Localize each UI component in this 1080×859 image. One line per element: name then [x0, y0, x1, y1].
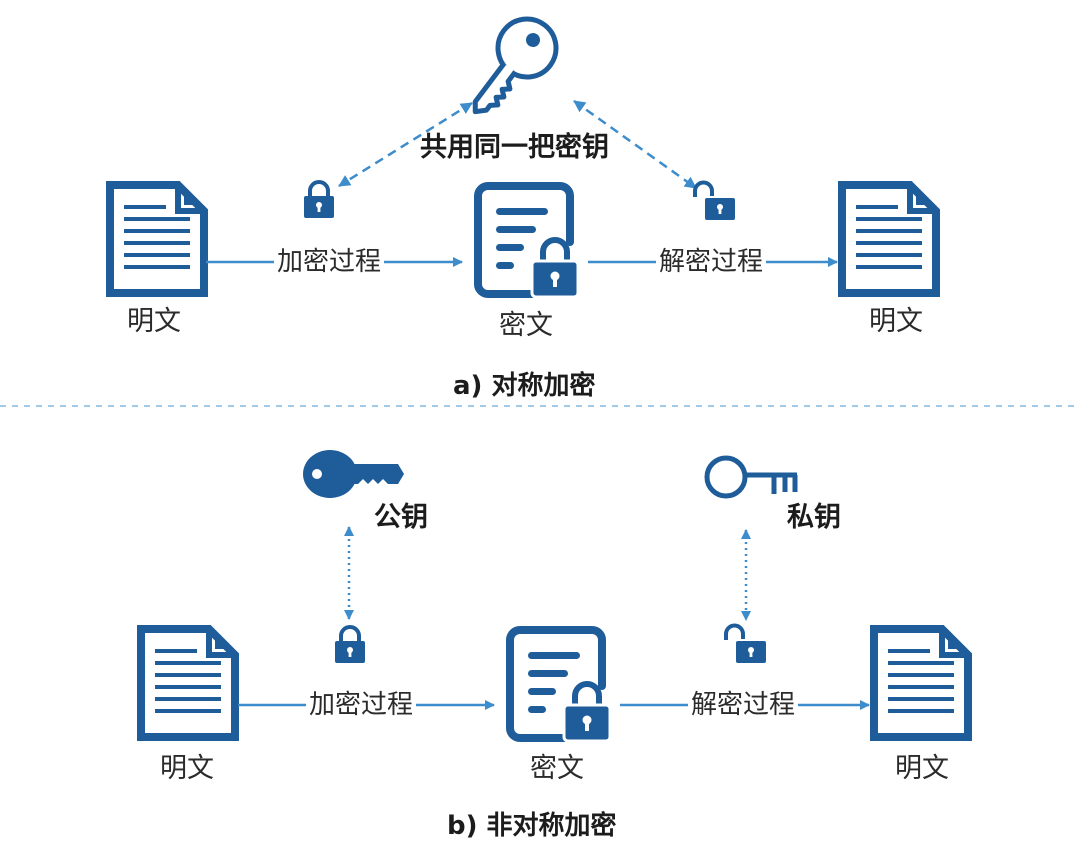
caption-asymmetric: b) 非对称加密 [447, 811, 617, 841]
ciphertext-label: 密文 [499, 310, 553, 341]
shared-key-arrow-right [573, 99, 697, 190]
caption-symmetric: a) 对称加密 [453, 371, 596, 401]
ciphertext-label: 密文 [530, 753, 584, 784]
private-key-label: 私钥 [787, 502, 841, 533]
shared-key-icon [472, 16, 559, 115]
plaintext-document-icon [842, 185, 936, 293]
plaintext-label: 明文 [160, 753, 214, 784]
ciphertext-document-icon [510, 630, 610, 741]
encrypt-process-label: 加密过程 [306, 692, 417, 718]
unlocked-padlock-icon [693, 180, 737, 222]
plaintext-document-icon [141, 629, 235, 737]
plaintext-document-icon [110, 185, 204, 293]
ciphertext-document-icon [478, 186, 578, 297]
shared-key-label: 共用同一把密钥 [420, 132, 609, 163]
plaintext-label: 明文 [869, 306, 923, 337]
plaintext-label: 明文 [127, 306, 181, 337]
public-key-label: 公钥 [374, 502, 428, 533]
public-key-icon [303, 450, 404, 498]
locked-padlock-icon [333, 625, 367, 665]
unlocked-padlock-icon [724, 623, 768, 665]
locked-padlock-icon [302, 180, 336, 220]
decrypt-process-label: 解密过程 [656, 249, 767, 275]
shared-key-arrow-left [338, 101, 473, 188]
private-key-icon [704, 455, 798, 499]
plaintext-document-icon [874, 629, 968, 737]
plaintext-label: 明文 [895, 753, 949, 784]
decrypt-process-label: 解密过程 [688, 692, 799, 718]
encrypt-process-label: 加密过程 [274, 249, 385, 275]
